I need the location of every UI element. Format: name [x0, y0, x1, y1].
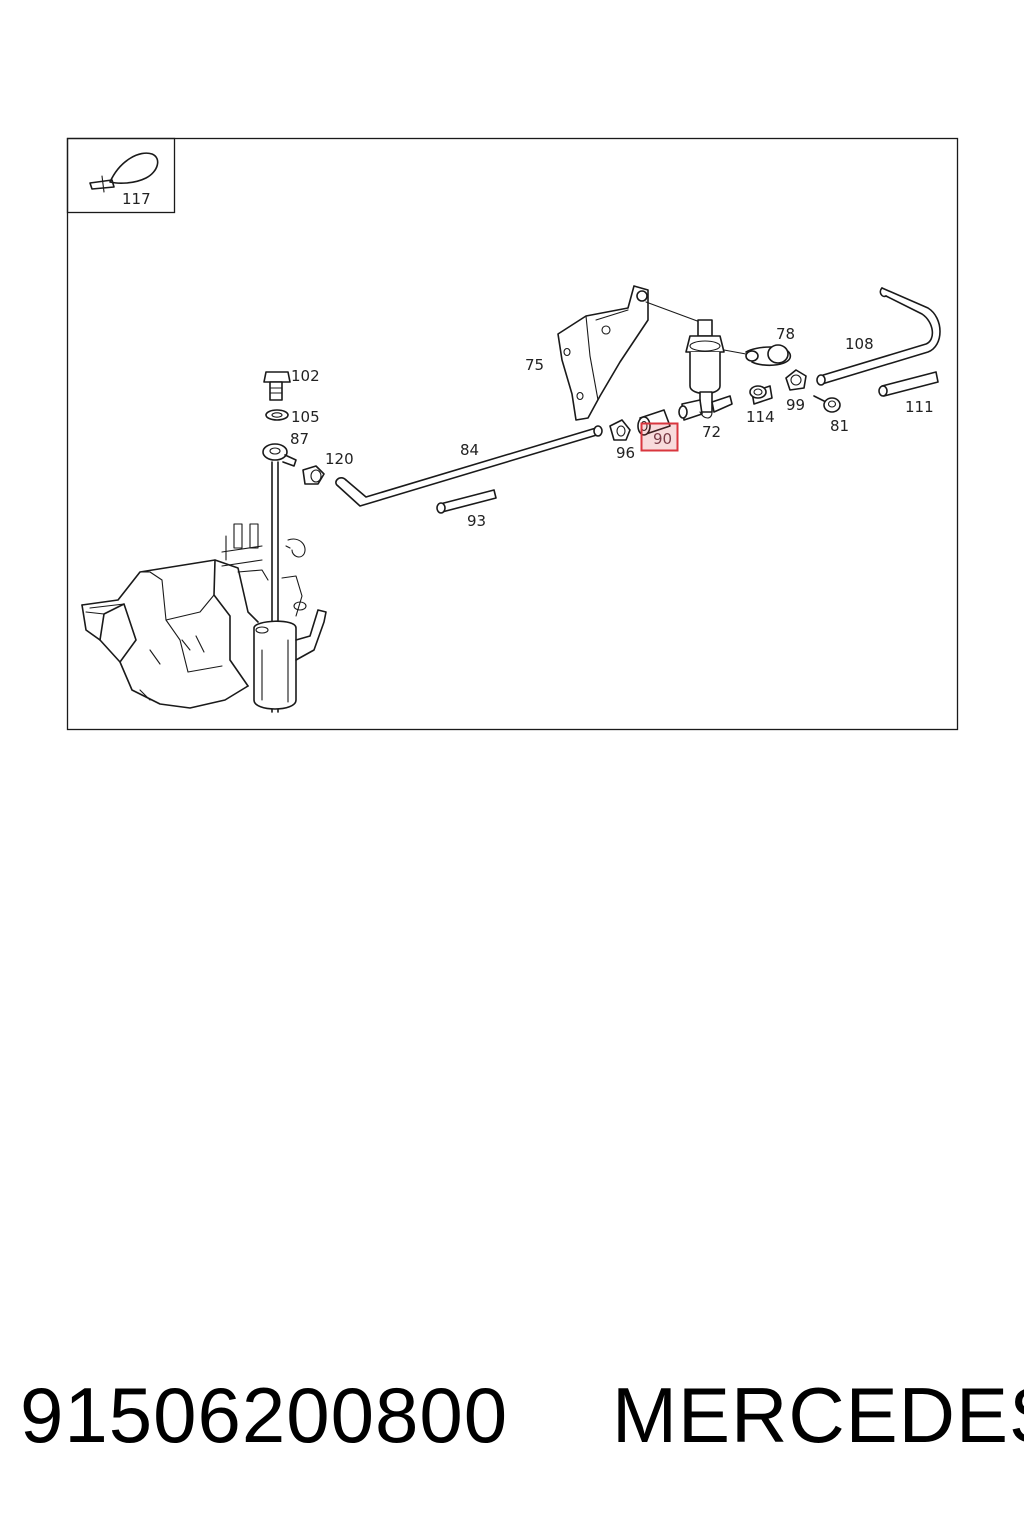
- footer: 91506200800 MERCEDES: [0, 1370, 1024, 1470]
- label-99: 99: [786, 396, 805, 414]
- brand-name: MERCEDES: [612, 1371, 1024, 1459]
- label-87: 87: [290, 430, 309, 448]
- label-75: 75: [525, 356, 544, 374]
- label-102: 102: [291, 367, 320, 385]
- bent-hose-part: [816, 287, 941, 386]
- cable-tie-part: [89, 152, 159, 193]
- label-117: 117: [122, 190, 151, 208]
- highlight-box-90[interactable]: [640, 422, 679, 452]
- parts-diagram: 117 102 105 87 120: [66, 137, 959, 731]
- clamp-part: [723, 344, 791, 367]
- tee-valve-part: [678, 319, 733, 421]
- hose-part: [436, 489, 497, 514]
- sleeve-part: [749, 385, 773, 405]
- label-96: 96: [616, 444, 635, 462]
- sealing-ring-part: [265, 409, 289, 421]
- label-120: 120: [325, 450, 354, 468]
- small-clamp-part: [785, 369, 807, 391]
- fuel-pump-sketch: [81, 523, 327, 710]
- label-105: 105: [291, 408, 320, 426]
- screw-part: [813, 395, 841, 413]
- nut-part: [609, 419, 631, 441]
- part-number: 91506200800: [20, 1371, 509, 1459]
- bracket-part: [557, 285, 701, 421]
- label-81: 81: [830, 417, 849, 435]
- label-78: 78: [776, 325, 795, 343]
- label-90: 90: [653, 430, 672, 448]
- label-114: 114: [746, 408, 775, 426]
- hollow-bolt-part: [263, 371, 291, 401]
- fuel-line-part: [335, 425, 603, 507]
- label-72: 72: [702, 423, 721, 441]
- inset-box: [66, 137, 176, 214]
- label-93: 93: [467, 512, 486, 530]
- banjo-fitting-part: [262, 443, 297, 467]
- label-84: 84: [460, 441, 479, 459]
- straight-hose-part: [878, 371, 939, 397]
- label-108: 108: [845, 335, 874, 353]
- label-111: 111: [905, 398, 934, 416]
- diagram-frame: [66, 137, 959, 731]
- union-nut-part: [302, 465, 325, 485]
